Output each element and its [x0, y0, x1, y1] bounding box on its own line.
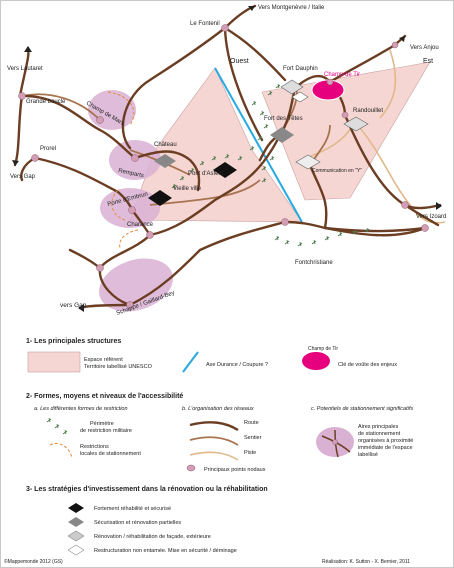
- diamond-fort-des-tetes: [270, 127, 294, 143]
- legend-b-title: b. L'organisation des réseaux: [182, 406, 254, 412]
- legend-strat-4: Restructuration non entamée. Mise en séc…: [94, 548, 237, 554]
- legend-route: Route: [244, 420, 259, 426]
- diamond-fort-dauphin-2: [291, 91, 309, 103]
- label-le-fontenil: Le Fontenil: [190, 21, 220, 27]
- label-fontchristiane: Fontchristiane: [295, 260, 333, 266]
- legend-sentier-swatch: [189, 436, 239, 446]
- label-vers-gap-left: Vers Gap: [10, 174, 36, 180]
- legend-restrictions-swatch: [49, 443, 73, 459]
- legend-strat2-swatch: [68, 517, 84, 527]
- label-charance: Charance: [127, 222, 154, 228]
- label-prorel: Prorel: [40, 146, 56, 152]
- legend-noeud-swatch: [186, 464, 196, 472]
- legend-cle-voute-tag: Champ de Tir: [308, 346, 338, 352]
- label-remparts: Remparts: [118, 168, 145, 179]
- label-fort-des-tetes: Fort des Têtes: [264, 116, 303, 122]
- diamond-pont-asfeld: [213, 162, 237, 178]
- legend-perimetre-2: de restriction militaire: [80, 428, 132, 434]
- legend-s2-title: 2- Formes, moyens et niveaux de l'access…: [26, 393, 183, 400]
- legend: 1- Les principales structures Espace réf…: [4, 338, 413, 565]
- label-vers-gap-bottom: vers Gap: [60, 302, 87, 309]
- diamond-fort-dauphin: [280, 79, 304, 95]
- legend-parking-5: labellisé: [358, 452, 378, 458]
- legend-parking-3: organisées à proximité: [358, 438, 413, 444]
- legend-s1-title: 1- Les principales structures: [26, 338, 121, 345]
- label-vers-montgenevre: Vers Montgenèvre / Italie: [258, 5, 325, 11]
- nodes: [18, 24, 429, 309]
- legend-strat3-swatch: [67, 530, 85, 542]
- routes: [13, 4, 442, 310]
- legend-strat1-swatch: [68, 503, 84, 513]
- legend-route-swatch: [189, 421, 239, 432]
- label-est: Est: [423, 58, 433, 65]
- label-vieille-ville: Vieille ville: [173, 186, 202, 192]
- diamond-vieille-ville: [148, 190, 172, 206]
- label-communication-y: Communication en "Y": [312, 168, 362, 174]
- restriction-perimeter: [171, 83, 370, 247]
- legend-restrictions-2: locales de stationnement: [80, 451, 141, 457]
- legend-piste: Piste: [244, 450, 256, 456]
- label-ouest: Ouest: [230, 58, 249, 65]
- diamond-chateau: [154, 154, 176, 168]
- legend-espace-2: Territoire labellisé UNESCO: [84, 364, 153, 370]
- label-vers-anjou: Vers Anjou: [410, 45, 439, 51]
- legend-strat-1: Fortement réhabilité et sécurisé: [94, 506, 171, 512]
- legend-s3-title: 3- Les stratégies d'investissement dans …: [26, 486, 268, 493]
- legend-cle-voute: Clé de voûte des enjeux: [338, 362, 397, 368]
- label-vers-lautaret: Vers Lautaret: [7, 66, 43, 72]
- legend-restrictions-1: Restrictions: [80, 444, 109, 450]
- direction-arrows: [12, 6, 442, 312]
- label-fort-dauphin: Fort Dauphin: [283, 66, 318, 72]
- legend-cle-voute-swatch: [302, 352, 330, 370]
- legend-strat-2: Sécurisation et rénovation partielles: [94, 520, 181, 526]
- label-vers-izoard: Vers Izoard: [416, 214, 446, 220]
- label-champ-de-tir: Champ de Tir: [324, 72, 360, 78]
- legend-sentier: Sentier: [244, 435, 262, 441]
- legend-parking-1: Aires principales: [358, 424, 399, 430]
- local-parking-restrictions: [107, 91, 139, 249]
- legend-axe-swatch: [182, 351, 199, 373]
- legend-a-title: a. Les différentes formes de restriction: [34, 406, 128, 412]
- label-grande-boucle: Grande boucle: [26, 99, 66, 105]
- label-pont-asfeld: Pont d'Asfeld: [188, 171, 223, 177]
- legend-unesco-swatch: [27, 351, 81, 373]
- diamond-randouillet: [343, 116, 369, 132]
- label-chateau: Château: [154, 142, 177, 148]
- axe-durance-line: [214, 67, 303, 223]
- legend-parking-2: de stationnement: [358, 431, 401, 437]
- legend-strat4-swatch: [67, 544, 85, 556]
- diamond-communication-y: [295, 154, 321, 170]
- legend-perimetre-1: Périmètre: [90, 421, 114, 427]
- map-area: Vers Montgenèvre / Italie Le Fontenil Ve…: [7, 4, 446, 317]
- legend-c-title: c. Potentiels de stationnement significa…: [311, 406, 413, 412]
- footer-credits: Réalisation: K. Sutton - X. Bernier, 201…: [322, 559, 410, 565]
- legend-parking-4: immédiate de l'espace: [358, 445, 413, 451]
- label-randouillet: Randouillet: [353, 108, 383, 114]
- legend-espace-1: Espace référent: [84, 357, 123, 363]
- legend-axe-durance: Axe Durance / Coupure ?: [206, 362, 268, 368]
- legend-strat-3: Rénovation / réhabilitation de façade, e…: [94, 534, 211, 540]
- legend-perimetre-swatch: [46, 417, 68, 435]
- legend-noeuds: Principaux points nodaux: [204, 467, 266, 473]
- legend-piste-swatch: [189, 451, 239, 461]
- footer-copyright: ©Mappemonde 2012 (GS): [4, 558, 63, 565]
